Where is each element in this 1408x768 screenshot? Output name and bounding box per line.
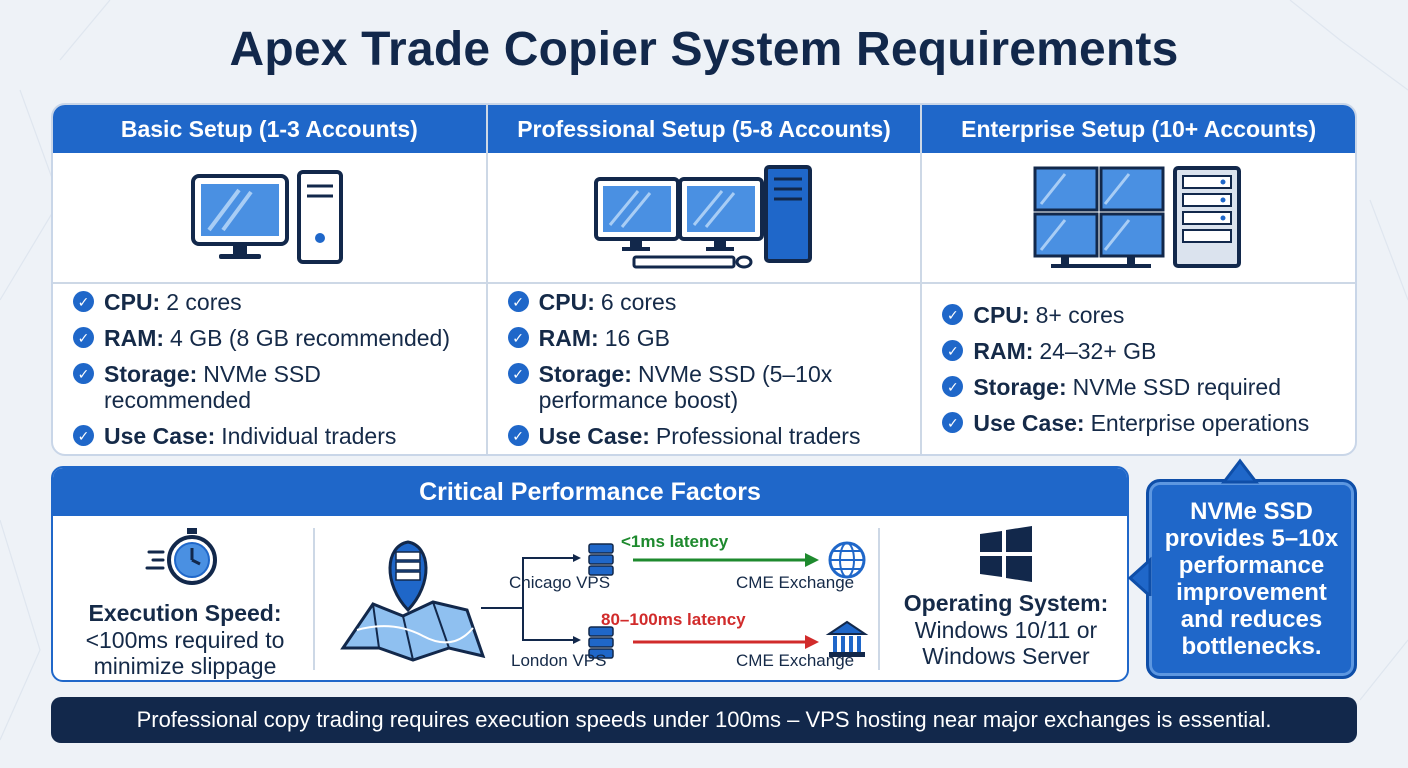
os-title: Operating System: [903, 590, 1109, 616]
check-icon: ✓ [507, 425, 529, 446]
spec-storage: ✓Storage:NVMe SSD required [942, 374, 1337, 400]
speed-line-1: <100ms required to [85, 627, 285, 653]
spec-use-case: ✓Use Case:Individual traders [73, 423, 468, 449]
check-icon: ✓ [507, 291, 529, 312]
operating-system-factor: Operating System: Windows 10/11 or Windo… [889, 526, 1123, 669]
check-icon: ✓ [942, 304, 964, 325]
check-icon: ✓ [942, 412, 964, 433]
tier-header: Professional Setup (5-8 Accounts) [487, 105, 921, 153]
factors-header: Critical Performance Factors [53, 468, 1127, 516]
check-icon: ✓ [942, 376, 964, 397]
callout-pointer [1128, 458, 1260, 596]
tier-enterprise: Enterprise Setup (10+ Accounts) [922, 105, 1355, 454]
speed-line-2: minimize slippage [93, 653, 277, 679]
spec-cpu: ✓CPU:6 cores [507, 289, 903, 315]
performance-factors-panel: Critical Performance Factors Execution S… [51, 466, 1129, 682]
exchange-label-london: CME Exchange [736, 651, 855, 670]
spec-storage: ✓Storage:NVMe SSD (5–10x performance boo… [507, 361, 903, 413]
check-icon: ✓ [73, 291, 94, 312]
exchange-label-chicago: CME Exchange [736, 573, 855, 592]
divider [313, 528, 315, 670]
divider [878, 528, 880, 670]
check-icon: ✓ [507, 327, 529, 348]
tier-professional: Professional Setup (5-8 Accounts) [487, 105, 923, 454]
windows-logo-icon [980, 526, 1032, 582]
tier-basic: Basic Setup (1-3 Accounts) ✓CPU:2 cores … [53, 105, 488, 454]
spec-ram: ✓RAM:24–32+ GB [942, 338, 1337, 364]
page-title: Apex Trade Copier System Requirements [229, 23, 1179, 76]
check-icon: ✓ [507, 363, 529, 384]
latency-diagram [340, 540, 869, 662]
spec-storage: ✓Storage:NVMe SSD recommended [73, 361, 468, 413]
spec-cpu: ✓CPU:8+ cores [942, 302, 1337, 328]
latency-label-chicago: <1ms latency [621, 532, 729, 551]
server-icon [588, 543, 614, 576]
server-icon [588, 626, 614, 659]
os-line-2: Windows Server [922, 643, 1090, 669]
execution-speed-factor: Execution Speed: <100ms required to mini… [61, 526, 309, 679]
check-icon: ✓ [73, 327, 94, 348]
tier-header: Basic Setup (1-3 Accounts) [53, 105, 486, 153]
os-line-1: Windows 10/11 or [914, 617, 1098, 643]
vps-label-chicago: Chicago VPS [509, 573, 611, 592]
map-pin-server-icon [340, 540, 486, 662]
vps-label-london: London VPS [511, 651, 607, 670]
globe-icon [828, 541, 866, 579]
bank-building-icon [825, 620, 869, 657]
check-icon: ✓ [942, 340, 964, 361]
check-icon: ✓ [73, 425, 94, 446]
speed-title: Execution Speed: [88, 600, 282, 626]
spec-cpu: ✓CPU:2 cores [73, 289, 468, 315]
spec-ram: ✓RAM:4 GB (8 GB recommended) [73, 325, 468, 351]
spec-use-case: ✓Use Case:Enterprise operations [942, 410, 1337, 436]
nvme-callout: NVMe SSD provides 5–10x performance impr… [1146, 479, 1357, 679]
quad-monitor-server-icon [1033, 165, 1242, 268]
stopwatch-icon [145, 528, 217, 585]
spec-ram: ✓RAM:16 GB [507, 325, 903, 351]
tier-comparison-table: Basic Setup (1-3 Accounts) ✓CPU:2 cores … [51, 103, 1357, 456]
dual-monitor-workstation-icon [594, 164, 812, 268]
spec-use-case: ✓Use Case:Professional traders [507, 423, 903, 449]
tier-header: Enterprise Setup (10+ Accounts) [922, 105, 1355, 153]
single-monitor-desktop-icon [191, 169, 344, 264]
latency-label-london: 80–100ms latency [601, 610, 746, 629]
check-icon: ✓ [73, 363, 94, 384]
footer-banner: Professional copy trading requires execu… [51, 697, 1357, 743]
